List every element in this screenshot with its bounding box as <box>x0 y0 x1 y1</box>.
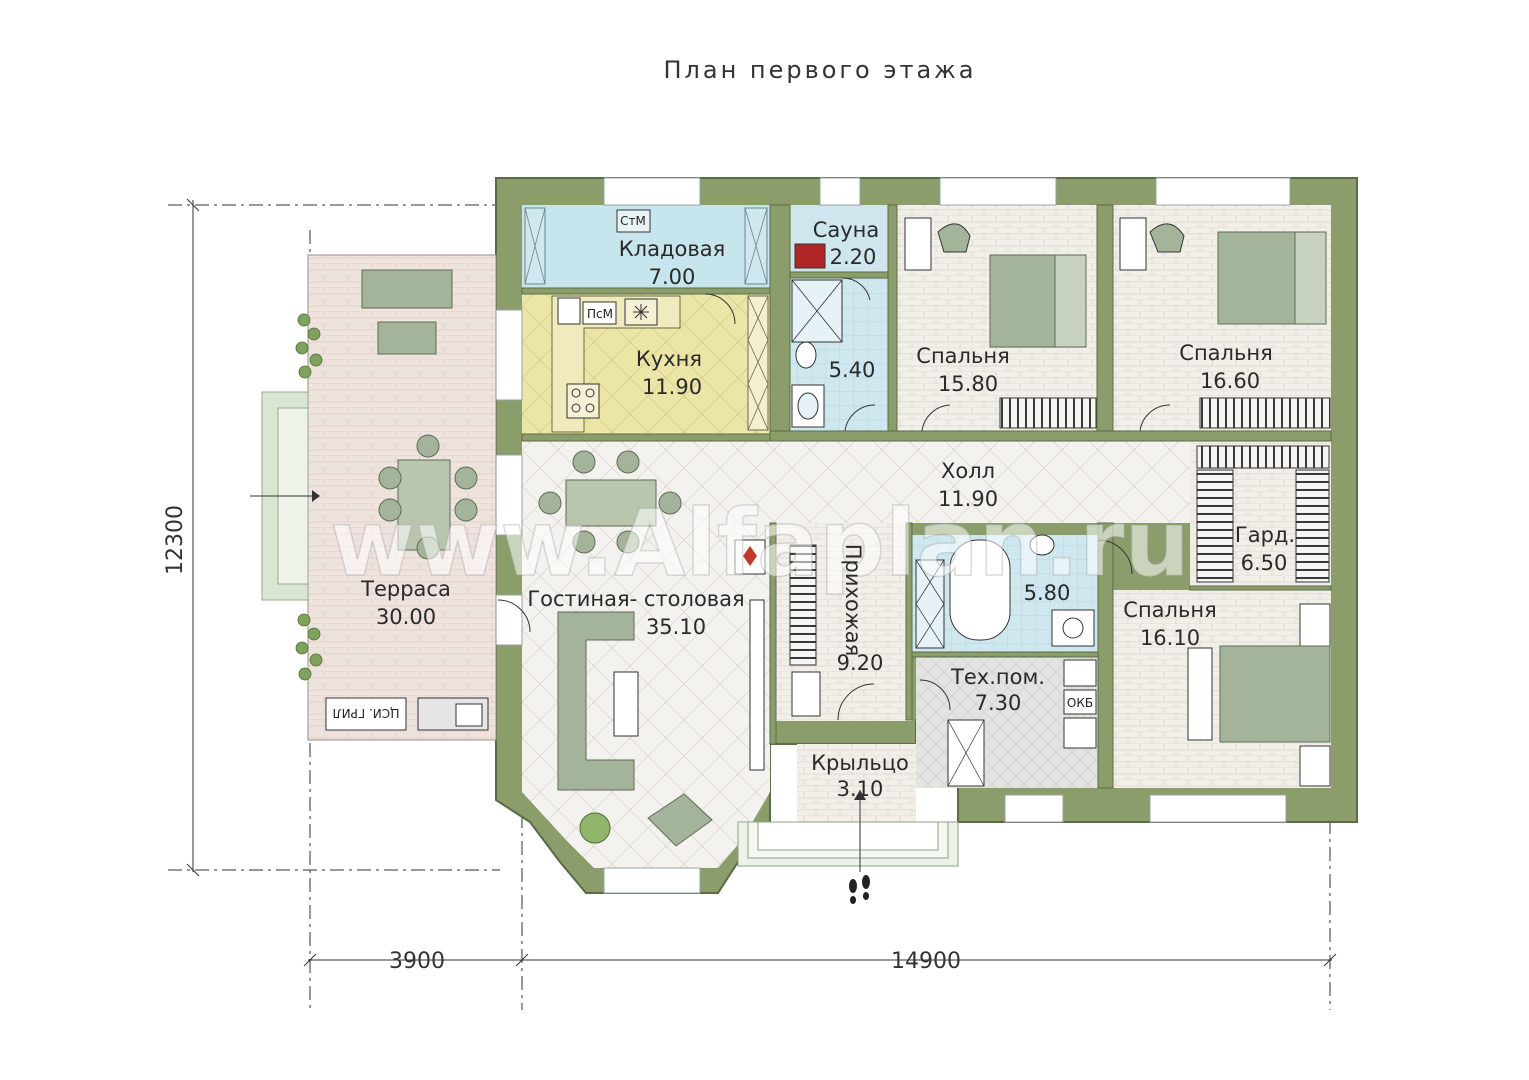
dimension-height: 12300 <box>163 505 188 575</box>
furniture: СтМ ПсМ <box>295 207 1331 847</box>
dimension-width-right: 14900 <box>891 949 961 974</box>
porch-floor <box>797 744 916 822</box>
room-area-hall: 11.90 <box>938 487 998 511</box>
room-area-storage: 7.00 <box>649 265 696 289</box>
room-area-living: 35.10 <box>646 615 706 639</box>
room-area-sauna: 2.20 <box>830 245 877 269</box>
windows <box>495 177 1291 894</box>
bbq-label: ЦСИ. ГРИЛ <box>333 706 400 720</box>
plan-title: План первого этажа <box>663 56 976 84</box>
room-label-living: Гостиная- столовая <box>527 587 744 611</box>
room-label-storage: Кладовая <box>619 237 725 261</box>
room-labels: Кладовая 7.00 Сауна 2.20 Кухня 11.90 5.4… <box>360 218 1295 801</box>
room-label-kitchen: Кухня <box>636 347 702 371</box>
porch-steps <box>737 821 959 867</box>
room-label-entrance: Прихожая <box>841 544 865 656</box>
room-label-hall: Холл <box>941 459 995 483</box>
hall-floor <box>770 441 1190 523</box>
room-area-bath1: 5.40 <box>829 358 876 382</box>
room-area-bedroom3: 16.10 <box>1140 626 1200 650</box>
room-label-wardrobe: Гард. <box>1235 523 1295 547</box>
room-label-bedroom1: Спальня <box>916 344 1009 368</box>
room-label-bedroom2: Спальня <box>1179 341 1272 365</box>
watermark: www.Alfaplan.ru <box>330 490 1190 597</box>
room-area-bath2: 5.80 <box>1024 581 1071 605</box>
room-area-bedroom1: 15.80 <box>938 372 998 396</box>
inner-walls <box>521 204 1332 789</box>
room-area-terrace: 30.00 <box>376 605 436 629</box>
room-area-entrance: 9.20 <box>837 651 884 675</box>
boiler-label: ОКБ <box>1067 696 1093 710</box>
room-area-kitchen: 11.90 <box>642 375 702 399</box>
room-label-tech: Тех.пом. <box>950 665 1045 689</box>
dimension-width-left: 3900 <box>389 949 445 974</box>
room-area-wardrobe: 6.50 <box>1241 551 1288 575</box>
room-area-tech: 7.30 <box>975 691 1022 715</box>
entrance-marker <box>849 790 870 904</box>
room-label-terrace: Терраса <box>360 577 451 601</box>
washer-label: СтМ <box>620 214 646 228</box>
room-label-porch: Крыльцо <box>811 751 909 775</box>
room-label-sauna: Сауна <box>813 218 880 242</box>
room-area-bedroom2: 16.60 <box>1200 369 1260 393</box>
room-label-bedroom3: Спальня <box>1123 598 1216 622</box>
dishwasher-label: ПсМ <box>587 307 613 321</box>
doors <box>497 277 1171 721</box>
